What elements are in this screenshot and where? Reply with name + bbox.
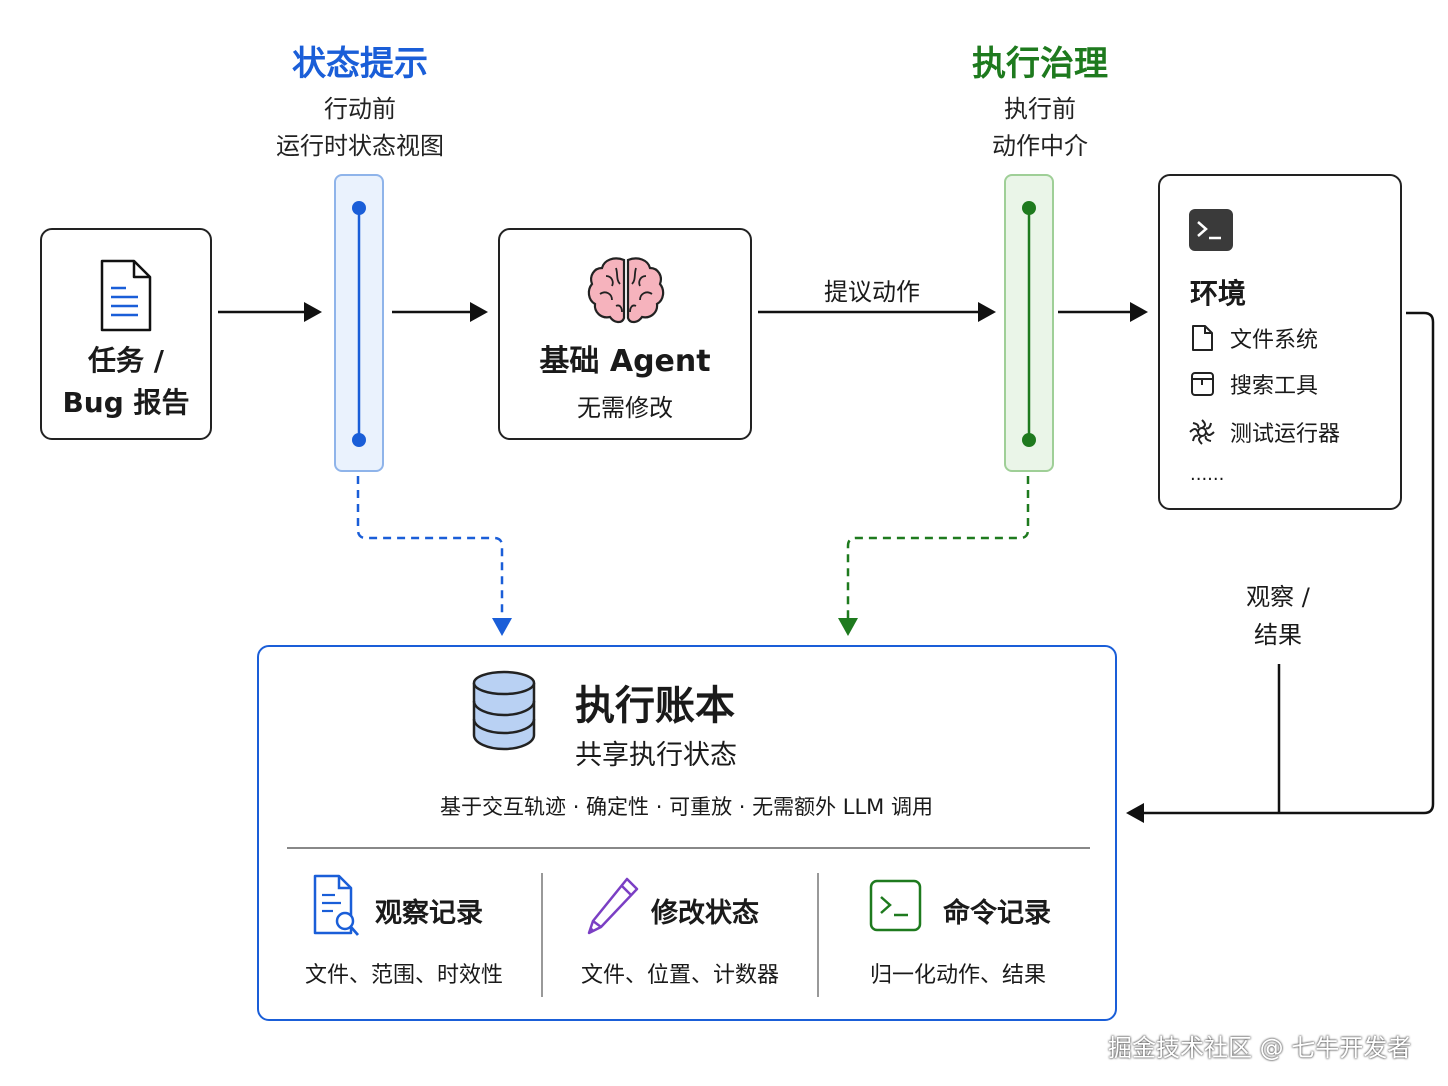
feature-modification-title: 修改状态 <box>651 898 759 929</box>
feature-separator <box>541 873 543 997</box>
governance-line2: 动作中介 <box>992 132 1088 160</box>
governance-title: 执行治理 <box>972 44 1108 84</box>
pencil-icon <box>587 877 639 935</box>
task-label-line1: 任务 / <box>88 344 164 377</box>
state-hint-header: 状态提示 行动前 运行时状态视图 <box>240 36 480 165</box>
terminal-icon <box>1189 209 1233 251</box>
task-label-line2: Bug 报告 <box>62 386 190 419</box>
env-more: ...... <box>1190 464 1225 485</box>
ledger-box: 执行账本 共享执行状态 基于交互轨迹 · 确定性 · 可重放 · 无需额外 LL… <box>257 645 1117 1021</box>
governance-gate <box>1004 174 1054 472</box>
brain-icon <box>587 257 665 324</box>
command-terminal-icon <box>869 879 922 932</box>
observation-label: 观察 / 结果 <box>1206 578 1350 654</box>
feature-modification-desc: 文件、位置、计数器 <box>580 963 779 988</box>
gear-icon <box>1189 419 1215 445</box>
state-hint-gate-line <box>352 201 366 447</box>
feature-command-desc: 归一化动作、结果 <box>869 963 1046 988</box>
env-item-search-tool: 搜索工具 <box>1230 374 1319 399</box>
agent-box: 基础 Agent 无需修改 <box>498 228 752 440</box>
env-item-filesystem: 文件系统 <box>1230 328 1319 353</box>
ledger-divider <box>287 847 1090 849</box>
agent-subtitle: 无需修改 <box>577 394 673 422</box>
observation-line1: 观察 / <box>1246 583 1310 611</box>
propose-action-label: 提议动作 <box>824 278 920 306</box>
state-hint-line2: 运行时状态视图 <box>276 132 444 160</box>
window-icon <box>1191 372 1214 396</box>
agent-title: 基础 Agent <box>539 344 711 379</box>
watermark: 掘金技术社区 @ 七牛开发者 <box>1108 1034 1412 1062</box>
governance-line1: 执行前 <box>1004 95 1076 123</box>
dashed-state-hint-to-ledger <box>356 476 504 620</box>
environment-box: 环境 文件系统 搜索工具 测试运行器 ...... <box>1158 174 1402 510</box>
state-hint-gate <box>334 174 384 472</box>
feature-separator <box>817 873 819 997</box>
ledger-properties: 基于交互轨迹 · 确定性 · 可重放 · 无需额外 LLM 调用 <box>440 795 933 819</box>
env-item-test-runner: 测试运行器 <box>1230 422 1341 447</box>
doc-search-icon <box>313 874 360 936</box>
feature-observation-title: 观察记录 <box>375 898 483 929</box>
arrow-env-feedback <box>1140 311 1435 815</box>
ledger-subtitle: 共享执行状态 <box>575 740 737 771</box>
task-box: 任务 / Bug 报告 <box>40 228 212 440</box>
document-icon <box>100 259 152 332</box>
dashed-governance-to-ledger <box>846 476 1030 620</box>
environment-title: 环境 <box>1190 277 1247 310</box>
feature-observation-desc: 文件、范围、时效性 <box>304 963 503 988</box>
state-hint-line1: 行动前 <box>324 95 396 123</box>
observation-line2: 结果 <box>1254 621 1302 649</box>
feature-command-title: 命令记录 <box>943 898 1051 929</box>
ledger-title: 执行账本 <box>575 683 735 729</box>
governance-header: 执行治理 执行前 动作中介 <box>920 36 1160 165</box>
file-icon <box>1192 325 1213 351</box>
governance-gate-line <box>1022 201 1036 447</box>
database-icon <box>472 670 536 751</box>
state-hint-title: 状态提示 <box>292 44 428 84</box>
